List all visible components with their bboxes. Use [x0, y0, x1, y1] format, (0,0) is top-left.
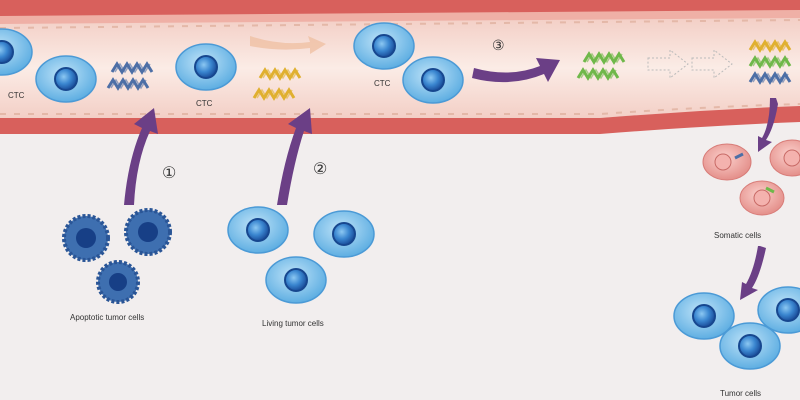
arrow-to-tumor-icon [740, 246, 766, 300]
ctc-cell [402, 56, 464, 104]
step-1-marker: ① [162, 165, 176, 182]
blood-flow-arrow-icon [250, 36, 326, 54]
step-2-marker: ② [313, 161, 327, 178]
tumor-label: Tumor cells [720, 389, 761, 398]
arrow-apoptosis-icon [124, 108, 158, 205]
arrow-secretion-icon [277, 108, 312, 205]
apoptotic-tumor-cells [62, 208, 172, 304]
somatic-label: Somatic cells [714, 231, 761, 240]
arrow-ctc-release-icon [472, 58, 560, 83]
ctc-label: CTC [8, 91, 25, 100]
ctc-cell [353, 22, 415, 70]
step-3-marker: ③ [492, 37, 505, 53]
tumor-cell [673, 292, 735, 340]
living-tumor-cell [265, 256, 327, 304]
release-arrows [124, 58, 778, 300]
ctc-label: CTC [196, 99, 213, 108]
living-tumor-cell [313, 210, 375, 258]
ctc-label: CTC [374, 79, 391, 88]
amplification-arrows-icon [647, 48, 733, 80]
ctc-cell [35, 55, 97, 103]
ctc-cell [175, 43, 237, 91]
living-tumor-cell [227, 206, 289, 254]
living-label: Living tumor cells [262, 319, 324, 328]
tumor-cell [719, 322, 781, 370]
arrow-to-somatic-icon [758, 98, 778, 152]
apoptotic-label: Apoptotic tumor cells [70, 313, 144, 322]
somatic-cells [702, 139, 800, 216]
